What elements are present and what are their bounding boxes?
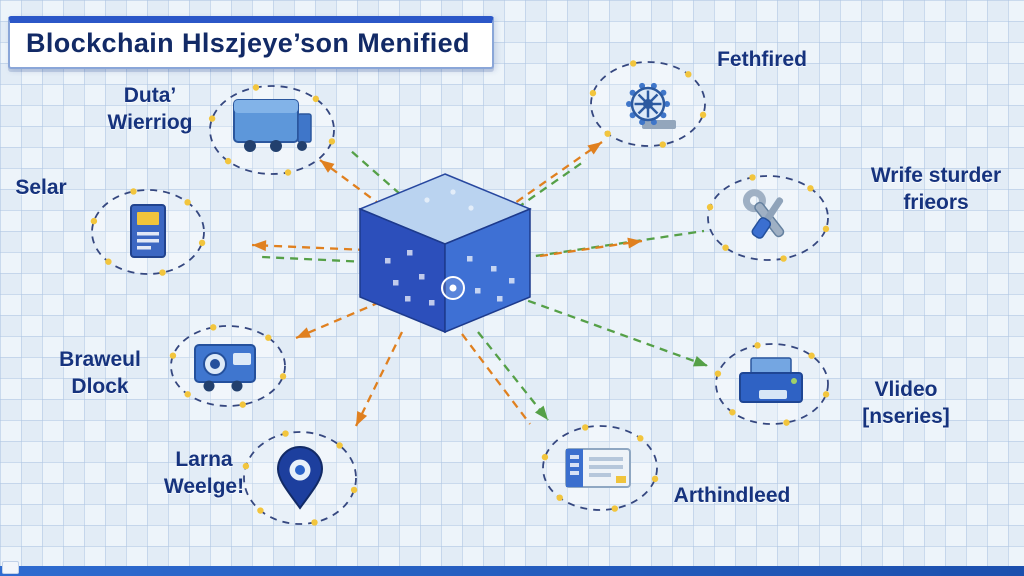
diagram-node-larna-weelge bbox=[242, 430, 358, 526]
tools-icon bbox=[742, 189, 785, 239]
title-banner: Blockchain Hlszjeye’son Menified bbox=[8, 16, 494, 69]
page-title: Blockchain Hlszjeye’son Menified bbox=[26, 28, 470, 58]
diagram-node-vlideo-nseries bbox=[714, 342, 830, 426]
diagram-node-selar bbox=[90, 188, 206, 276]
printer-icon bbox=[739, 357, 803, 403]
blockchain-cube-icon bbox=[358, 173, 532, 334]
bottom-bar bbox=[0, 566, 1024, 576]
connector-arrow bbox=[514, 294, 709, 368]
truck-icon bbox=[233, 99, 312, 152]
diagram-node-fethfired bbox=[589, 60, 707, 148]
scanner-icon bbox=[565, 448, 631, 488]
connector-arrow bbox=[539, 237, 643, 258]
diagram-node-duta-wierriog bbox=[208, 84, 336, 176]
connector-arrow bbox=[349, 149, 401, 195]
connector-arrow bbox=[477, 331, 549, 421]
diagram-node-braweul-dlock bbox=[169, 324, 287, 408]
document-icon bbox=[130, 204, 166, 258]
connector-arrow bbox=[251, 240, 367, 252]
connector-arrow bbox=[461, 333, 531, 425]
connector-arrow bbox=[354, 331, 404, 427]
connector-arrow bbox=[295, 300, 381, 340]
diagram-node-wrife-sturder-frieors bbox=[706, 174, 830, 262]
location-pin-icon bbox=[276, 446, 324, 510]
connector-arrow bbox=[504, 141, 603, 211]
diagram-node-arthindleed bbox=[541, 424, 659, 512]
machine-icon bbox=[194, 344, 256, 392]
footer-logo-icon bbox=[2, 561, 19, 574]
connector-arrow bbox=[261, 255, 369, 264]
connector-arrow bbox=[319, 159, 383, 207]
turbine-icon bbox=[626, 82, 676, 129]
